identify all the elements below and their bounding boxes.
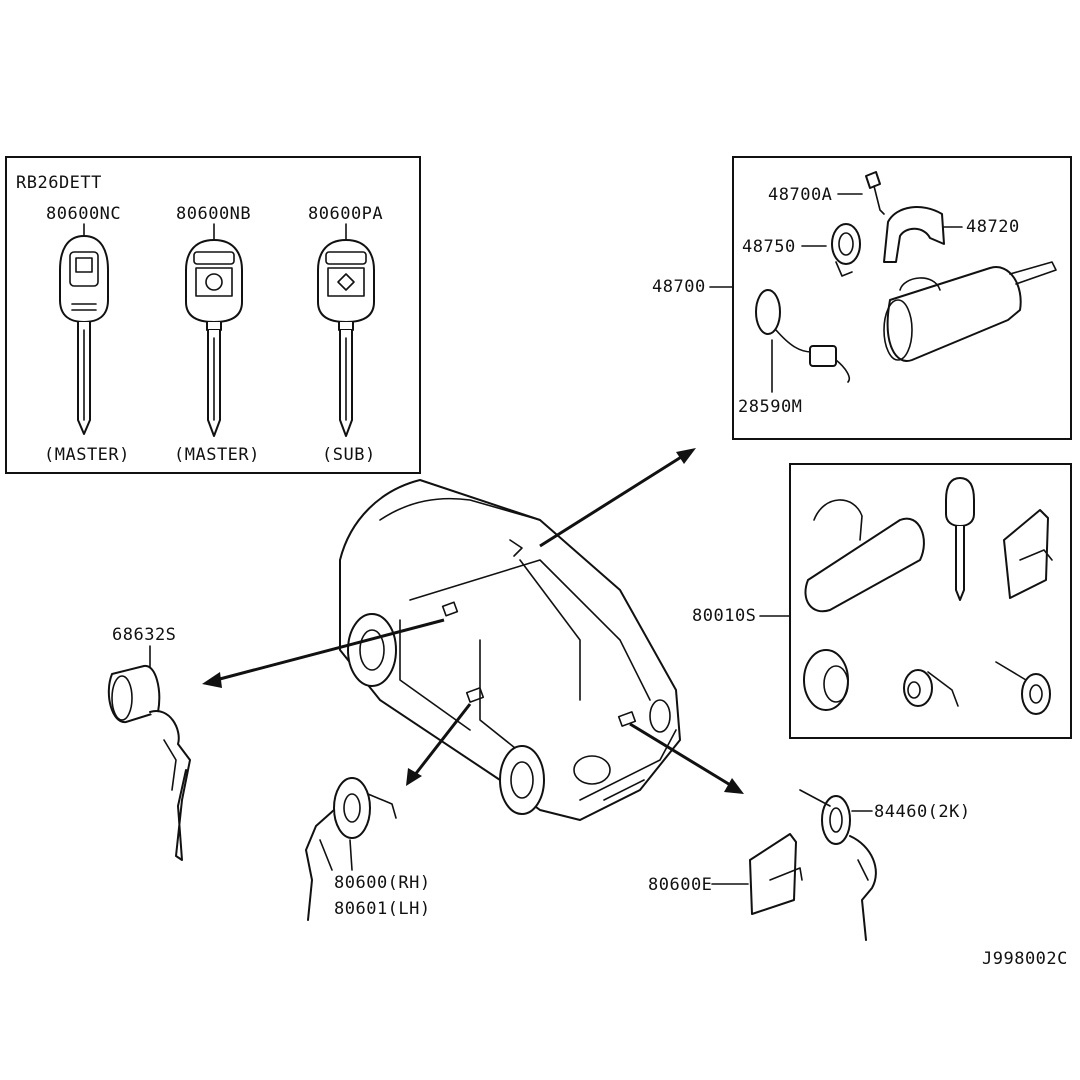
cylinder-icon (831, 223, 861, 277)
arrow-to-door-lock (412, 703, 472, 777)
key-panel: RB26DETT 80600NC (MASTER) 80600NB (MASTE… (5, 156, 421, 474)
lock-set-label: 80010S (692, 606, 756, 626)
pointer-arrows (202, 448, 744, 794)
ignition-panel-frame (732, 156, 1072, 440)
arrow-head-icon (676, 448, 696, 464)
bracket-icon (1003, 509, 1053, 599)
arrow-head-icon (406, 768, 422, 786)
key-part-number: 80600NC (46, 204, 121, 224)
key-role: (MASTER) (174, 445, 260, 465)
ignition-panel: 48700 48700A 48720 48750 28590M (652, 156, 1072, 440)
cylinder-icon (803, 649, 849, 711)
diagram-code: J998002C (982, 949, 1068, 969)
pin-icon (865, 171, 885, 215)
part-label: 84460(2K) (874, 802, 971, 822)
bracket-icon (883, 206, 945, 263)
ignition-part-label: 48720 (966, 217, 1020, 237)
key-icon (849, 835, 877, 941)
key-icon (305, 809, 335, 921)
ignition-part-label: 48750 (742, 237, 796, 257)
cylinder-icon (903, 669, 959, 707)
steering-lock-icon (804, 499, 925, 613)
engine-label: RB26DETT (16, 173, 102, 193)
lock-set-panel: 80010S (692, 463, 1072, 739)
master-key-icon (185, 239, 243, 437)
bracket-icon (749, 833, 803, 915)
master-key-icon (59, 235, 109, 435)
part-label: 68632S (112, 625, 176, 645)
key-role: (MASTER) (44, 445, 130, 465)
arrow-head-icon (202, 672, 222, 688)
cylinder-icon (995, 661, 1051, 715)
key-part-number: 80600NB (176, 204, 251, 224)
car-illustration (339, 479, 681, 821)
lock-cylinder-icon (333, 777, 397, 839)
key-icon (945, 477, 975, 601)
key-icon (149, 710, 191, 861)
key-part-number: 80600PA (308, 204, 383, 224)
part-label: 80600(RH) (334, 873, 431, 893)
part-label: 80600E (648, 875, 712, 895)
ignition-assembly-label: 48700 (652, 277, 706, 297)
arrow-head-icon (724, 778, 744, 794)
sub-key-icon (317, 239, 375, 437)
arrow-to-glovebox-lock (215, 618, 445, 682)
steering-lock-icon (883, 261, 1057, 362)
lock-set-frame (789, 463, 1072, 739)
door-lock: 80600(RH) 80601(LH) (305, 777, 431, 921)
sensor-icon (755, 289, 851, 383)
trunk-lock: 84460(2K) 80600E (648, 789, 971, 941)
key-role: (SUB) (322, 445, 376, 465)
key-panel-frame (5, 156, 421, 474)
lock-cylinder-icon (107, 665, 161, 724)
glovebox-lock: 68632S (107, 625, 191, 861)
ignition-part-label: 48700A (768, 185, 832, 205)
arrow-to-trunk-lock (629, 722, 733, 788)
lock-cylinder-icon (799, 789, 851, 845)
arrow-to-ignition (539, 452, 687, 548)
ignition-part-label: 28590M (738, 397, 802, 417)
part-label: 80601(LH) (334, 899, 431, 919)
